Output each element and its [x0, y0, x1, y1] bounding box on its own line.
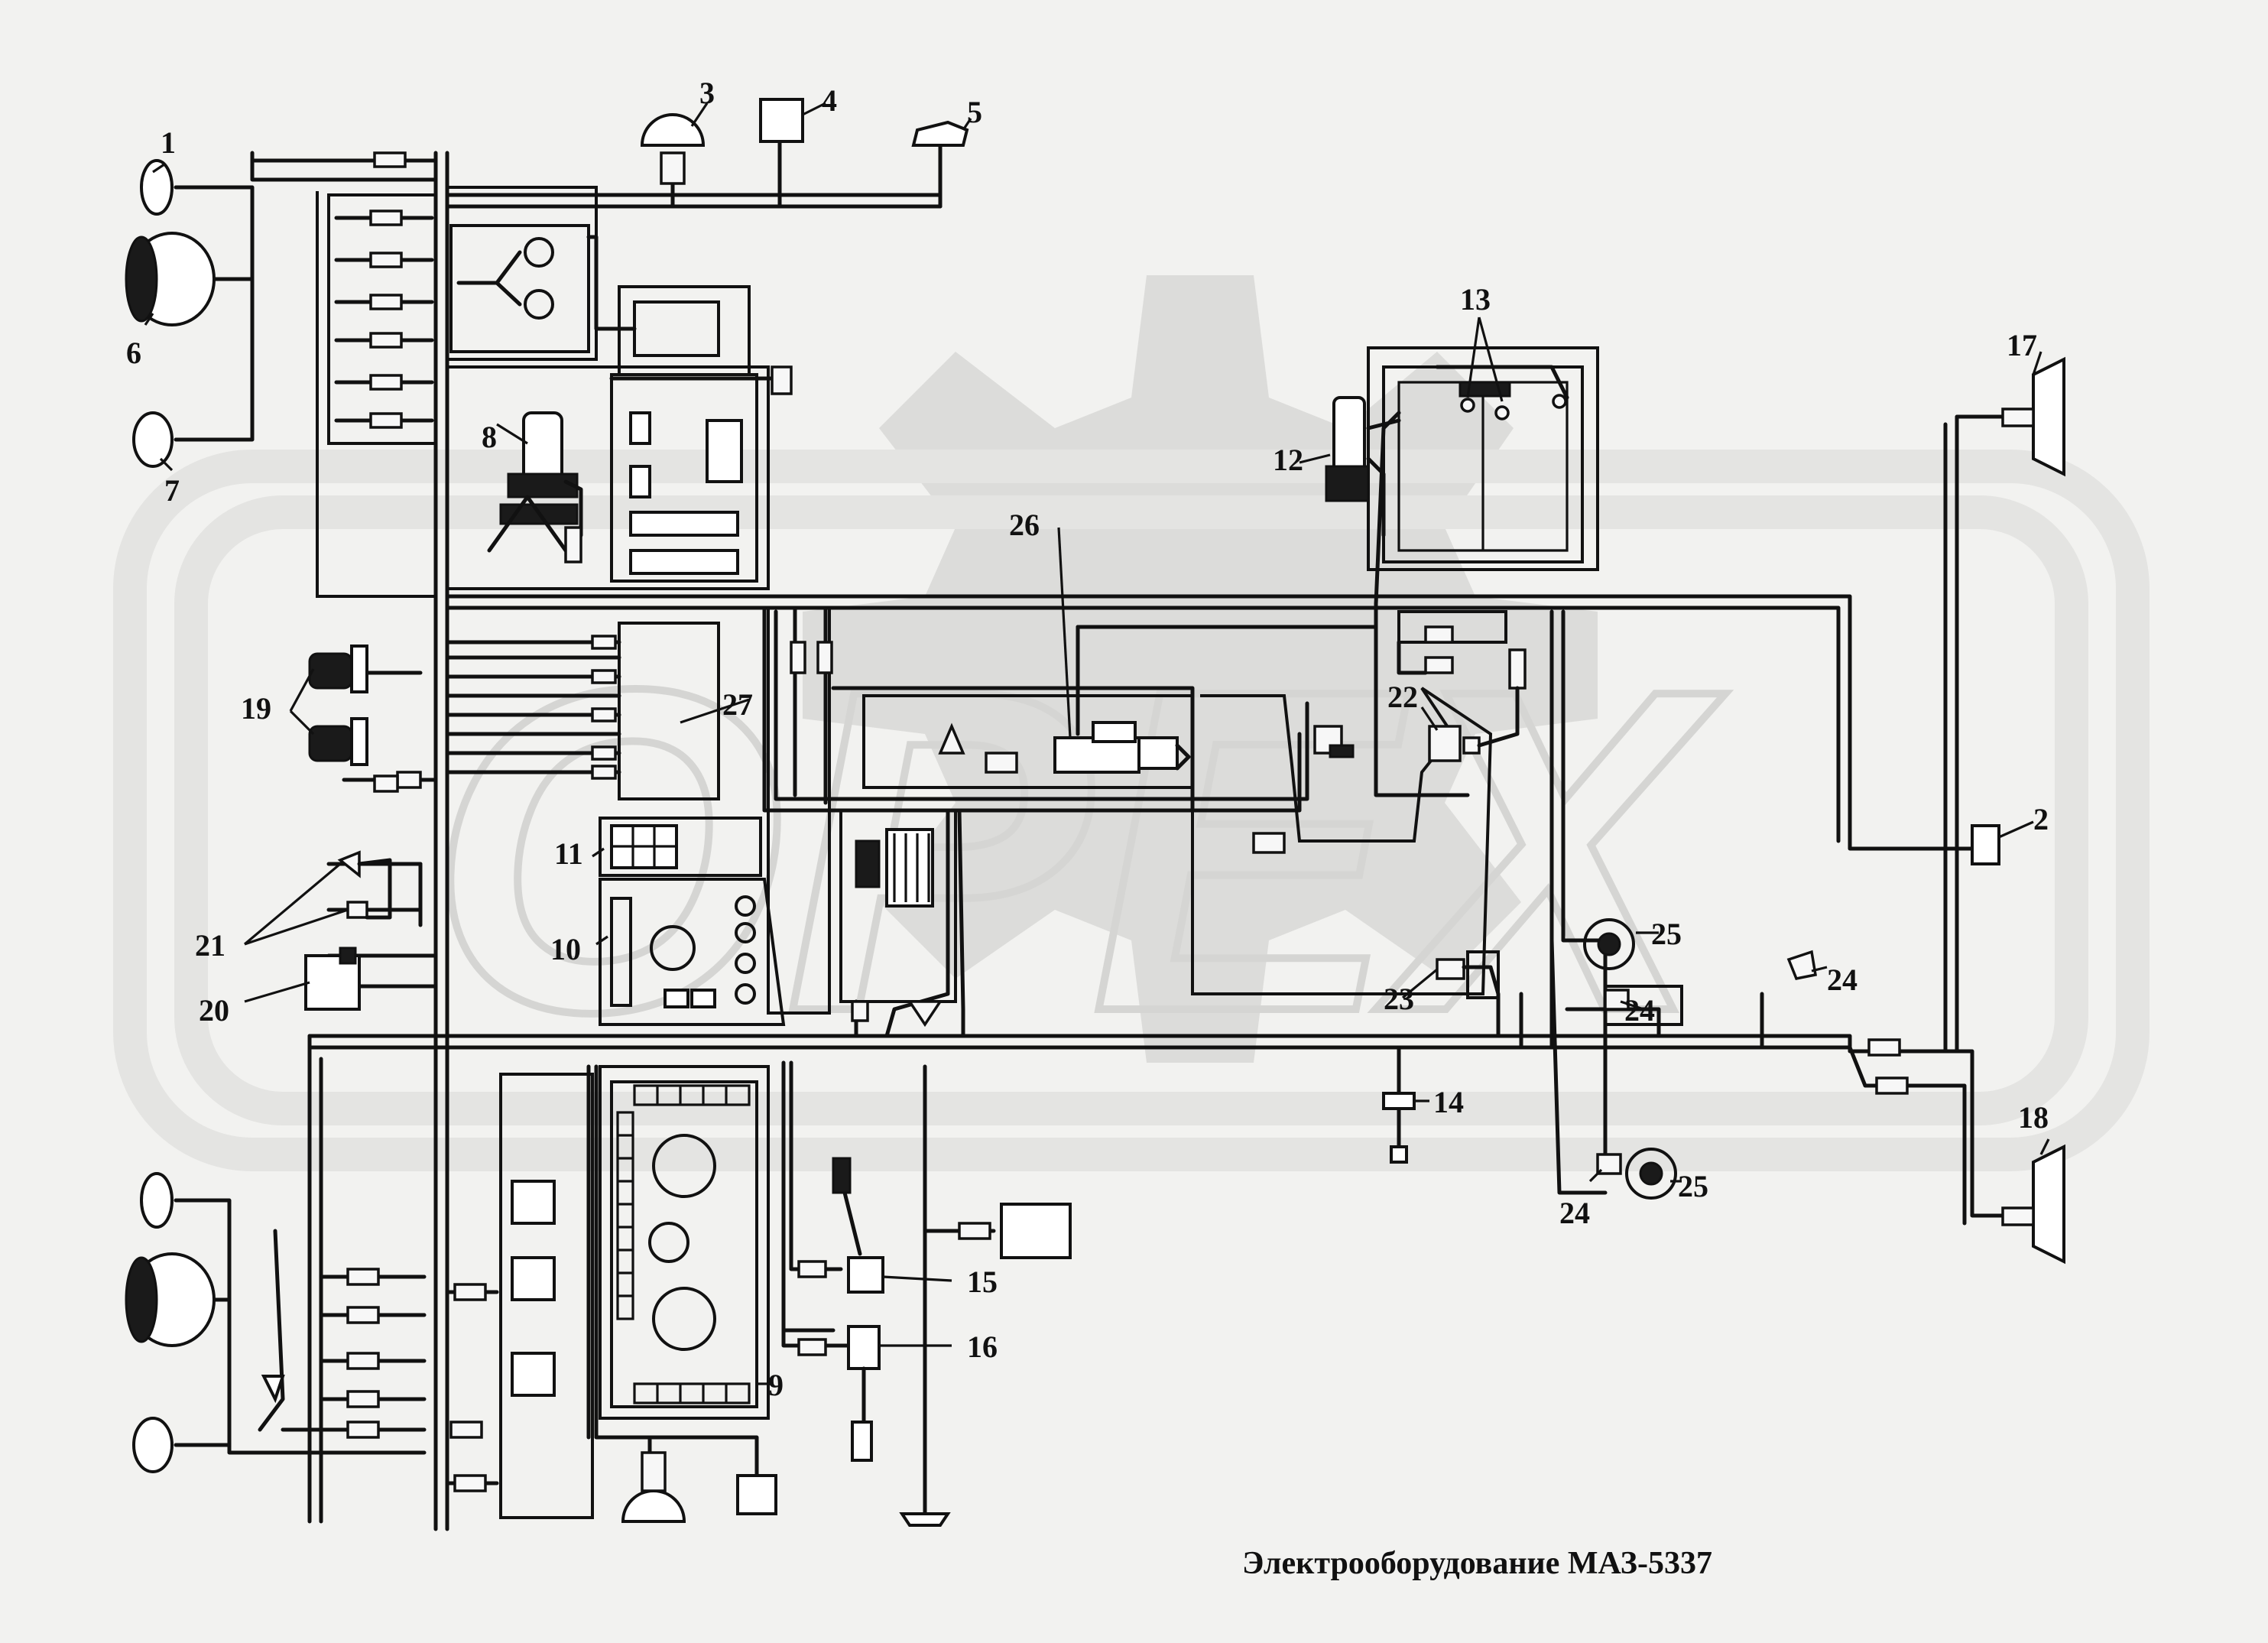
label-8: 8: [482, 420, 497, 454]
battery-switch: [1325, 396, 1401, 537]
battery-box: [1367, 346, 1599, 571]
upper-fuse-block: [327, 151, 437, 445]
label-14: 14: [1433, 1085, 1464, 1119]
label-21: 21: [195, 928, 226, 963]
label-24-lower: 24: [1559, 1196, 1590, 1230]
instrument-panel: [499, 1065, 770, 1519]
label-11: 11: [554, 836, 583, 871]
rear-lamps: [1867, 356, 2065, 1265]
watermark-frame-outer: [113, 450, 2150, 1171]
control-panel-upper: [446, 365, 770, 590]
harness: [174, 120, 2020, 1531]
label-10: 10: [550, 932, 581, 966]
watermark-frame-inner: [174, 495, 2088, 1125]
label-18: 18: [2018, 1100, 2049, 1135]
right-mid-components: [1397, 610, 1527, 762]
cab-lamp-3: [640, 113, 706, 147]
label-13: 13: [1460, 282, 1491, 317]
front-lamps-left: [125, 159, 216, 1473]
switch-15: [847, 1256, 884, 1294]
watermark: ОРЕХ: [113, 275, 2150, 1171]
horn-19-upper: [308, 652, 353, 690]
upper-fuse-frame: [327, 193, 437, 445]
label-22: 22: [1387, 680, 1418, 714]
switch-21-upper: [337, 850, 361, 878]
label-24-right: 24: [1827, 963, 1858, 997]
label-25-lower: 25: [1678, 1169, 1708, 1203]
label-1: 1: [161, 125, 176, 160]
callouts: 1 2 3 4 5 6 7 8 9 10 11 12 13 14 15 16 1…: [126, 76, 2049, 1402]
label-6: 6: [126, 336, 141, 370]
rear-lamp-18: [2032, 1144, 2065, 1265]
wiper-motor: [487, 411, 583, 563]
lower-lamps: [621, 1203, 1072, 1527]
relay-4: [759, 98, 804, 143]
switch-21-lower: [346, 901, 368, 919]
dash-panel: [599, 878, 786, 1026]
relay-20: [304, 954, 361, 1011]
lower-fuse-connectors: [258, 1229, 487, 1492]
label-26: 26: [1009, 508, 1040, 542]
label-27: 27: [722, 687, 753, 722]
label-24-center: 24: [1624, 993, 1655, 1028]
rear-lamp-17: [2032, 356, 2065, 477]
label-25-upper: 25: [1651, 917, 1682, 951]
generator: [839, 809, 957, 1003]
right-sensors: [1436, 918, 1818, 1200]
marker-lamp-5: [911, 120, 969, 147]
gear-switches: [797, 1157, 884, 1462]
label-23: 23: [1384, 982, 1414, 1016]
fog-lamp-7: [132, 411, 174, 468]
front-lamp-1: [140, 159, 174, 216]
junction-connectors: [591, 635, 617, 780]
label-20: 20: [199, 993, 229, 1028]
starter: [1053, 721, 1191, 774]
horn-19-lower: [308, 725, 353, 762]
label-7: 7: [164, 473, 180, 508]
label-19: 19: [241, 691, 271, 726]
leader-lines: [144, 102, 2050, 1385]
label-4: 4: [822, 83, 837, 118]
label-5: 5: [967, 95, 982, 129]
label-17: 17: [2007, 328, 2037, 362]
label-12: 12: [1273, 443, 1303, 477]
left-mid-components: [304, 645, 422, 1011]
diagram-caption: Электрооборудование МАЗ-5337: [1242, 1546, 1712, 1581]
label-9: 9: [768, 1368, 784, 1402]
label-15: 15: [967, 1265, 998, 1299]
sensors-center: [851, 722, 1355, 1028]
switch-16: [847, 1325, 881, 1370]
switch-unit: [599, 817, 762, 877]
trailer-socket-2: [1971, 824, 2000, 865]
label-2: 2: [2033, 802, 2049, 836]
connector: [771, 365, 793, 395]
relay-box: [449, 224, 793, 395]
top-components: [640, 98, 969, 185]
label-16: 16: [967, 1330, 998, 1364]
label-3: 3: [699, 76, 715, 110]
